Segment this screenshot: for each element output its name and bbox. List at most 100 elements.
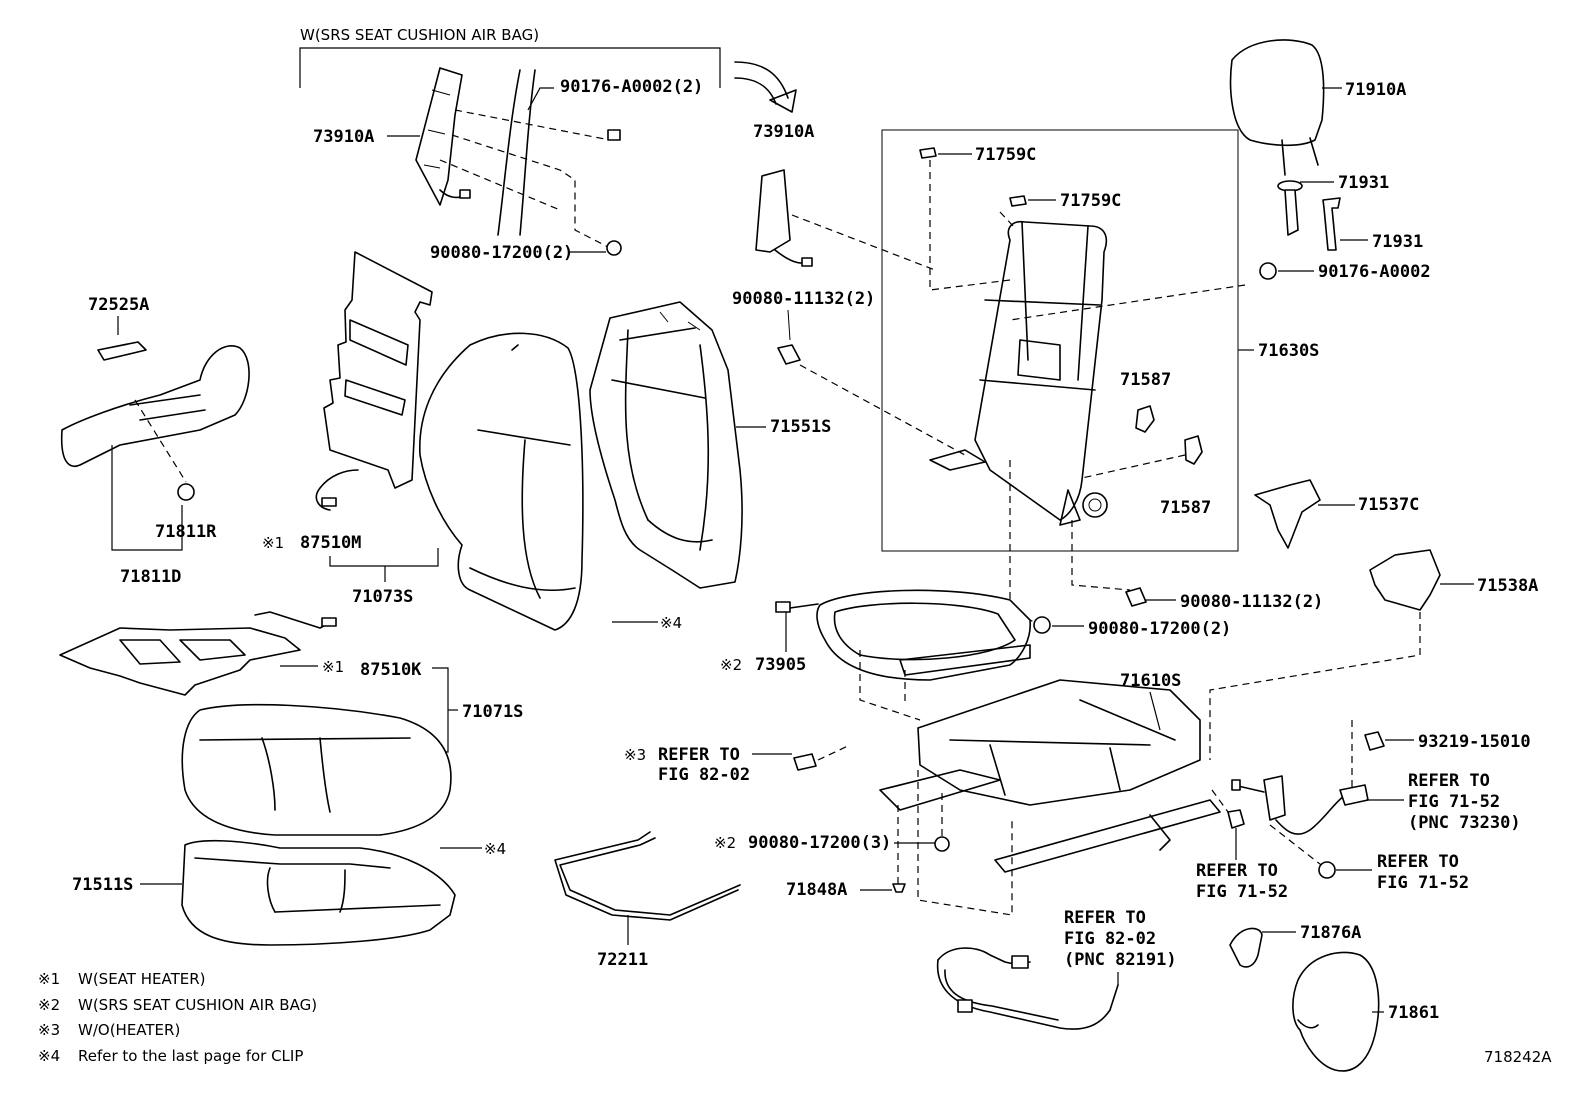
shield-71811D: [60, 345, 250, 467]
seatback-cover-71551S: [589, 301, 743, 589]
label-71931-b: 71931: [1372, 232, 1423, 252]
label-71630S: 71630S: [1258, 341, 1319, 361]
direction-arrow: [734, 61, 797, 113]
footnote-mark-3: ※3: [38, 1021, 60, 1039]
label-71071S: 71071S: [462, 702, 523, 722]
label-90080-17200-2a: 90080-17200(2): [430, 243, 573, 263]
nut-90080-17200-3: [934, 790, 950, 852]
clip-71811R: [177, 483, 195, 501]
label-71537C: 71537C: [1358, 495, 1419, 515]
label-fig-71-52-3: FIG 71-52: [1196, 882, 1288, 902]
footnote-text-4: Refer to the last page for CLIP: [78, 1047, 303, 1065]
label-73905: 73905: [755, 655, 806, 675]
label-71587-b: 71587: [1160, 498, 1211, 518]
label-71861: 71861: [1388, 1003, 1439, 1023]
label-71876A: 71876A: [1300, 923, 1361, 943]
washer-71-52: [1211, 789, 1245, 829]
label-71811R: 71811R: [155, 522, 217, 542]
label-71848A: 71848A: [786, 880, 847, 900]
headrest-71910A: [1229, 39, 1325, 176]
mark-2-a: ※2: [720, 656, 742, 674]
label-90080-11132-2a: 90080-11132(2): [732, 289, 875, 309]
label-fig-82-02-5: FIG 82-02: [1064, 929, 1156, 949]
label-71811D: 71811D: [120, 567, 181, 587]
label-71610S: 71610S: [1120, 671, 1181, 691]
label-90080-11132-2b: 90080-11132(2): [1180, 592, 1323, 612]
label-71551S: 71551S: [770, 417, 831, 437]
frame-box: [881, 129, 1239, 552]
nut-90080-17200-b: [1033, 616, 1051, 634]
clip-mark-4-a: ※4: [660, 614, 682, 632]
srs-group-bracket: W(SRS SEAT CUSHION AIR BAG): [299, 26, 721, 88]
label-71073S: 71073S: [352, 587, 413, 607]
lever-72525A: [97, 341, 147, 361]
mark-3: ※3: [624, 746, 646, 764]
label-90080-17200-3: 90080-17200(3): [748, 833, 891, 853]
label-refer-to-2: REFER TO: [1408, 771, 1490, 791]
airbag-module-73910A-right: [755, 169, 936, 271]
label-refer-to-4: REFER TO: [1377, 852, 1459, 872]
cushion-airbag-73905: [775, 589, 1031, 681]
mark-2-b: ※2: [714, 834, 736, 852]
seat-track-71610S: [879, 679, 1221, 873]
footnote-mark-4: ※4: [38, 1047, 60, 1065]
label-fig-82-02-1: FIG 82-02: [658, 765, 750, 785]
seatback-pad-71073S: [418, 332, 584, 631]
label-87510M: 87510M: [300, 533, 361, 553]
label-fig-71-52-4: FIG 71-52: [1377, 873, 1469, 893]
footnote-mark-2: ※2: [38, 996, 60, 1014]
footnote-mark-1: ※1: [38, 970, 60, 988]
label-71759C-a: 71759C: [975, 145, 1036, 165]
label-72525A: 72525A: [88, 295, 149, 315]
connector-82-02: [793, 753, 817, 771]
label-refer-to-1: REFER TO: [658, 745, 740, 765]
airbag-module-73910A-left: [415, 67, 622, 256]
label-71538A: 71538A: [1477, 576, 1538, 596]
footnote-text-1: W(SEAT HEATER): [78, 970, 205, 988]
cushion-cover-71511S: [181, 839, 456, 946]
clip-71848A: [892, 805, 906, 893]
cushion-heater-87510K: [59, 611, 337, 696]
seatback-frame-71630S: [929, 220, 1108, 526]
label-refer-to-3: REFER TO: [1196, 861, 1278, 881]
cover-71537C: [1254, 479, 1321, 549]
bolt-90080-11132-b: [1125, 587, 1147, 607]
cover-71538A: [1369, 549, 1441, 611]
label-pnc-73230: (PNC 73230): [1408, 813, 1521, 833]
diagram-id: 718242A: [1484, 1048, 1552, 1066]
label-90176-A0002-2: 90176-A0002(2): [560, 77, 703, 97]
clip-mark-4-b: ※4: [484, 840, 506, 858]
srs-group-label: W(SRS SEAT CUSHION AIR BAG): [300, 26, 539, 44]
nut-71-52: [1318, 861, 1336, 879]
wire-72211: [554, 831, 741, 921]
label-90080-17200-2b: 90080-17200(2): [1088, 619, 1231, 639]
footnote-text-3: W/O(HEATER): [78, 1021, 180, 1039]
footnotes: ※1 W(SEAT HEATER) ※2 W(SRS SEAT CUSHION …: [38, 970, 317, 1065]
mark-1-a: ※1: [262, 534, 284, 552]
label-72211: 72211: [597, 950, 648, 970]
bolt-93219-15010: [1351, 720, 1385, 800]
nut-90176-A0002: [1259, 262, 1277, 280]
bracket-71587-a: [1135, 405, 1155, 433]
label-73910A-a: 73910A: [313, 127, 374, 147]
label-fig-71-52-2: FIG 71-52: [1408, 792, 1500, 812]
mark-1-b: ※1: [322, 658, 344, 676]
label-pnc-82191: (PNC 82191): [1064, 950, 1177, 970]
label-71759C-b: 71759C: [1060, 191, 1121, 211]
label-71587-a: 71587: [1120, 370, 1171, 390]
clip-71759C-b: [1009, 195, 1027, 207]
label-90176-A0002: 90176-A0002: [1318, 262, 1431, 282]
label-93219-15010: 93219-15010: [1418, 732, 1531, 752]
seatback-heater-87510M: [315, 251, 433, 511]
footnote-text-2: W(SRS SEAT CUSHION AIR BAG): [78, 996, 317, 1014]
wire-harness-82191: [936, 947, 1119, 1030]
cushion-pad-71071S: [181, 703, 452, 836]
label-87510K: 87510K: [360, 660, 422, 680]
bracket-71587-b: [1184, 435, 1203, 465]
bolt-90080-11132-a: [777, 309, 966, 456]
headrest-support-71931-a: [1277, 180, 1303, 236]
cover-71861: [1292, 951, 1380, 1072]
label-71931-a: 71931: [1338, 173, 1389, 193]
cover-71876A: [1229, 927, 1263, 968]
